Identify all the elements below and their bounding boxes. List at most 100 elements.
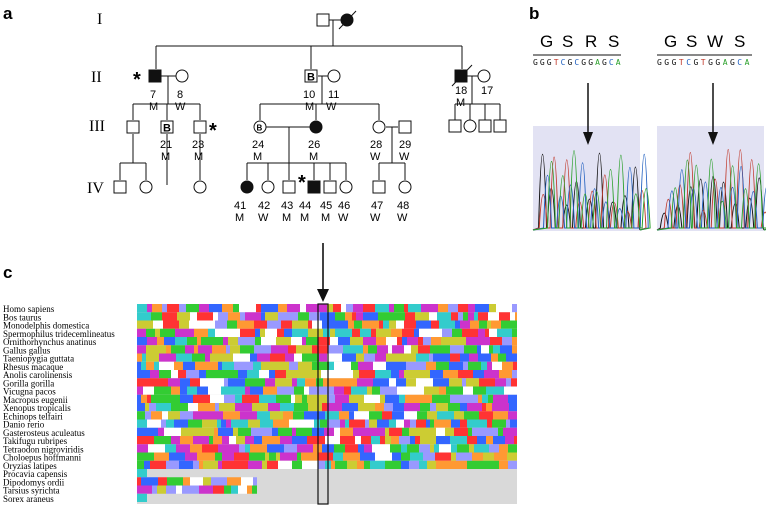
alignment-cell — [426, 361, 436, 370]
alignment-cell — [144, 460, 150, 469]
alignment-cell — [202, 419, 217, 428]
alignment-cell — [423, 378, 433, 387]
alignment-cell — [292, 436, 307, 445]
alignment-cell — [345, 312, 352, 321]
base-call: A — [616, 58, 621, 67]
alignment-cell — [145, 403, 149, 412]
alignment-cell — [365, 419, 369, 428]
alignment-cell — [328, 345, 337, 354]
alignment-cell — [261, 361, 273, 370]
alignment-cell — [181, 427, 198, 436]
individual-46-sex: W — [338, 212, 349, 224]
individual-44 — [307, 180, 321, 194]
alignment-cell — [478, 394, 482, 403]
alignment-cell — [313, 394, 327, 403]
alignment-cell — [229, 436, 236, 445]
alignment-cell — [506, 378, 511, 387]
alignment-cell — [377, 419, 389, 428]
mutation-arrow-reference — [583, 83, 593, 145]
alignment-cell — [463, 386, 473, 395]
alignment-cell — [457, 444, 469, 453]
alignment-cell — [190, 477, 203, 486]
alignment-cell — [238, 337, 255, 346]
individual-10-id: 10 — [303, 89, 315, 101]
alignment-cell — [327, 403, 342, 412]
alignment-cell — [382, 411, 392, 420]
alignment-cell — [215, 403, 219, 412]
alignment-cell — [236, 460, 248, 469]
alignment-cell — [462, 378, 466, 387]
alignment-cell — [260, 328, 265, 337]
species-name: Takifugu rubripes — [3, 436, 68, 446]
alignment-cell — [197, 312, 201, 321]
alignment-cell — [455, 320, 460, 329]
alignment-cell — [157, 337, 164, 346]
alignment-cell — [269, 452, 276, 461]
alignment-cell — [218, 312, 228, 321]
alignment-cell — [466, 337, 476, 346]
alignment-cell — [421, 304, 438, 313]
base-call: G — [533, 58, 538, 67]
alignment-cell — [372, 444, 377, 453]
alignment-cell — [449, 378, 462, 387]
alignment-cell — [215, 452, 222, 461]
individual-26-id: 26 — [308, 139, 320, 151]
alignment-cell — [221, 419, 226, 428]
alignment-cell — [197, 386, 208, 395]
base-call: G — [715, 58, 720, 67]
alignment-cell — [502, 361, 513, 370]
base-call: A — [723, 58, 728, 67]
alignment-cell — [165, 444, 176, 453]
alignment-cell — [298, 312, 304, 321]
alignment-cell — [436, 403, 448, 412]
alignment-cell — [263, 386, 277, 395]
alignment-cell — [247, 370, 259, 379]
individual-8 — [175, 69, 189, 83]
individual-III-18c — [478, 119, 492, 133]
alignment-cell — [354, 320, 362, 329]
alignment-cell — [375, 403, 384, 412]
alignment-cell — [267, 436, 280, 445]
alignment-cell — [515, 312, 517, 321]
alignment-cell — [463, 312, 468, 321]
alignment-cell — [401, 353, 416, 362]
alignment-cell — [343, 345, 355, 354]
alignment-cell — [511, 378, 517, 387]
alignment-cell — [420, 436, 436, 445]
alignment-cell — [168, 378, 180, 387]
alignment-cell — [289, 419, 300, 428]
alignment-cell — [309, 312, 320, 321]
alignment-cell — [349, 411, 354, 420]
alignment-cell — [367, 337, 372, 346]
alignment-cell — [344, 378, 357, 387]
alignment-cell — [137, 411, 145, 420]
alignment-cell — [167, 304, 179, 313]
alignment-cell — [417, 411, 427, 420]
individual-43-sex: M — [282, 212, 291, 224]
alignment-cell — [498, 427, 503, 436]
alignment-cell — [364, 378, 373, 387]
alignment-cell — [385, 394, 399, 403]
mutation-arrow-patient — [708, 83, 718, 145]
generation-label-3: III — [89, 118, 105, 135]
alignment-cell — [137, 378, 153, 387]
alignment-cell — [493, 411, 508, 420]
species-name: Oryzias latipes — [3, 461, 57, 471]
alignment-cell — [222, 452, 234, 461]
species-name: Procavia capensis — [3, 469, 68, 479]
alignment-cell — [370, 460, 385, 469]
alignment-cell — [343, 452, 360, 461]
individual-21-sex: M — [161, 151, 170, 163]
alignment-cell — [245, 386, 250, 395]
alignment-cell — [420, 403, 430, 412]
individual-11 — [327, 69, 341, 83]
alignment-cell — [327, 353, 342, 362]
alignment-cell — [409, 460, 419, 469]
alignment-cell — [486, 403, 492, 412]
individual-44-sex: M — [300, 212, 309, 224]
alignment-cell — [179, 320, 189, 329]
alignment-cell — [405, 312, 415, 321]
alignment-cell — [240, 361, 253, 370]
alignment-cell — [176, 485, 182, 494]
species-name: Rhesus macaque — [3, 362, 63, 372]
